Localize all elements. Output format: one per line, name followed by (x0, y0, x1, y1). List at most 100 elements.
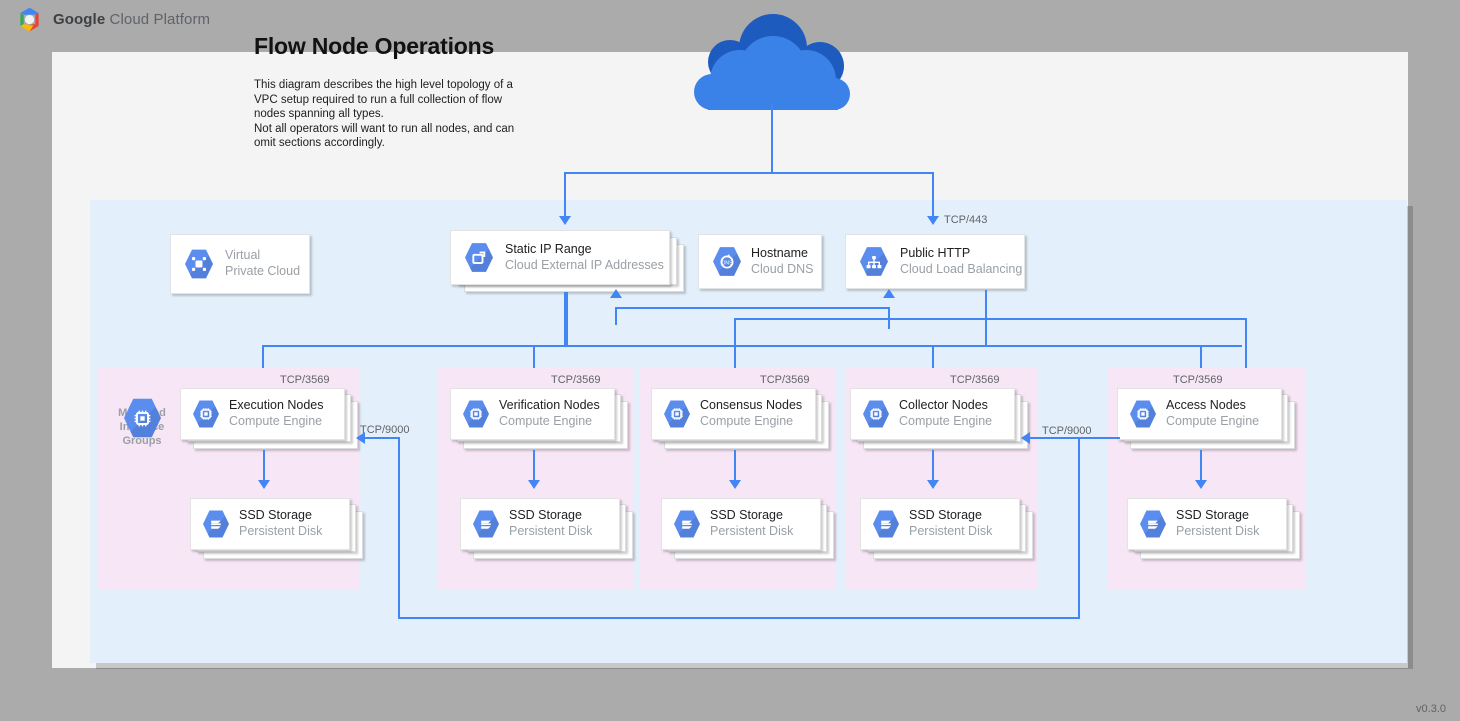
card-verification-storage-front[interactable]: SSD Storage Persistent Disk (460, 498, 620, 550)
virtual-private-cloud-icon (185, 249, 213, 279)
card-static-ip-range[interactable]: Static IP Range Cloud External IP Addres… (450, 230, 685, 292)
card-title: Consensus Nodes (700, 398, 803, 413)
connector-return-bottom (398, 617, 1080, 619)
connector-up-to-http-h (615, 307, 890, 309)
card-consensus-storage[interactable]: SSD Storage Persistent Disk (661, 498, 836, 560)
arrow-to-static-ip (559, 216, 571, 225)
card-subtitle: Compute Engine (700, 414, 794, 428)
page-description-line: omit sections accordingly. (254, 137, 385, 150)
page-description: This diagram describes the high level to… (254, 78, 554, 151)
card-text: SSD Storage Persistent Disk (710, 508, 793, 539)
card-title: Hostname (751, 245, 808, 260)
port-label-access-inbound: TCP/3569 (1173, 374, 1223, 386)
card-subtitle: Compute Engine (1166, 414, 1260, 428)
card-text: Collector Nodes Compute Engine (899, 398, 992, 429)
card-subtitle: Private Cloud (225, 264, 301, 278)
connector-consensus-feed (734, 318, 986, 320)
connector-bus-right-end (1200, 345, 1242, 347)
compute-engine-icon (1130, 400, 1156, 428)
card-verification-nodes-front[interactable]: Verification Nodes Compute Engine (450, 388, 615, 440)
load-balancing-icon (860, 247, 888, 277)
card-title: Virtual (225, 248, 261, 263)
card-title: SSD Storage (909, 508, 982, 523)
connector-access-to-collector (1030, 437, 1120, 439)
card-static-ip-range-front[interactable]: Static IP Range Cloud External IP Addres… (450, 230, 670, 285)
persistent-disk-icon (473, 510, 499, 538)
card-title: SSD Storage (239, 508, 312, 523)
card-collector-nodes-front[interactable]: Collector Nodes Compute Engine (850, 388, 1015, 440)
external-ip-icon (465, 243, 493, 273)
card-text: SSD Storage Persistent Disk (239, 508, 322, 539)
connector-drop-access (1200, 345, 1202, 373)
connector-consensus-to-storage (734, 450, 736, 482)
page-description-line: nodes spanning all types. (254, 108, 384, 121)
connector-return-to-execution (365, 437, 400, 439)
connector-drop-execution (262, 345, 264, 373)
connector-node-bus (262, 345, 1242, 347)
gcp-brand-label: Google Cloud Platform (53, 11, 210, 28)
card-subtitle: Persistent Disk (909, 524, 993, 538)
port-label-verification-inbound: TCP/3569 (551, 374, 601, 386)
card-consensus-nodes-front[interactable]: Consensus Nodes Compute Engine (651, 388, 816, 440)
card-text: Public HTTP Cloud Load Balancing (900, 246, 1022, 277)
card-access-nodes[interactable]: Access Nodes Compute Engine (1117, 388, 1297, 450)
compute-engine-icon (863, 400, 889, 428)
connector-drop-consensus (734, 318, 736, 373)
card-access-nodes-front[interactable]: Access Nodes Compute Engine (1117, 388, 1282, 440)
persistent-disk-icon (1140, 510, 1166, 538)
gcp-brand: Google Cloud Platform (16, 6, 210, 33)
card-text: Access Nodes Compute Engine (1166, 398, 1259, 429)
card-consensus-nodes[interactable]: Consensus Nodes Compute Engine (651, 388, 831, 450)
card-subtitle: Persistent Disk (710, 524, 794, 538)
connector-drop-verification (533, 345, 535, 373)
page-title: Flow Node Operations (254, 33, 495, 59)
card-subtitle: Cloud DNS (751, 261, 814, 276)
card-execution-nodes-front[interactable]: Execution Nodes Compute Engine (180, 388, 345, 440)
card-virtual-private-cloud[interactable]: Virtual Private Cloud (170, 234, 310, 294)
card-text: Static IP Range Cloud External IP Addres… (505, 242, 664, 273)
card-hostname[interactable]: DNS Hostname Cloud DNS (698, 234, 822, 289)
card-verification-storage[interactable]: SSD Storage Persistent Disk (460, 498, 635, 560)
card-consensus-storage-front[interactable]: SSD Storage Persistent Disk (661, 498, 821, 550)
connector-return-down (1078, 437, 1080, 618)
card-subtitle: Compute Engine (499, 414, 593, 428)
card-access-storage[interactable]: SSD Storage Persistent Disk (1127, 498, 1302, 560)
cloud-dns-icon: DNS (713, 247, 741, 277)
caption-line: Groups (122, 435, 162, 447)
port-label-consensus-inbound: TCP/3569 (760, 374, 810, 386)
connector-drop-collector (932, 345, 934, 373)
connector-execution-to-storage (263, 450, 265, 482)
page-description-line: Not all operators will want to run all n… (254, 122, 515, 135)
card-title: Access Nodes (1166, 398, 1246, 413)
card-collector-nodes[interactable]: Collector Nodes Compute Engine (850, 388, 1030, 450)
port-label-https: TCP/443 (944, 214, 988, 226)
connector-access-to-storage (1200, 450, 1202, 482)
svg-text:DNS: DNS (722, 260, 733, 266)
card-access-storage-front[interactable]: SSD Storage Persistent Disk (1127, 498, 1287, 550)
card-public-http[interactable]: Public HTTP Cloud Load Balancing (845, 234, 1025, 289)
arrow-up-to-static-ip (610, 289, 622, 298)
compute-engine-icon (193, 400, 219, 428)
arrow-collector-to-storage (927, 480, 939, 489)
card-subtitle: Cloud Load Balancing (900, 261, 1023, 276)
connector-verification-to-storage (533, 450, 535, 482)
card-title: Static IP Range (505, 241, 592, 256)
connector-cloud-trunk (771, 104, 773, 174)
card-execution-storage-front[interactable]: SSD Storage Persistent Disk (190, 498, 350, 550)
card-subtitle: Persistent Disk (1176, 524, 1260, 538)
compute-engine-icon (463, 400, 489, 428)
arrow-up-to-http (883, 289, 895, 298)
card-verification-nodes[interactable]: Verification Nodes Compute Engine (450, 388, 630, 450)
card-collector-storage[interactable]: SSD Storage Persistent Disk (860, 498, 1035, 560)
connector-top-bus (564, 172, 934, 174)
card-title: SSD Storage (509, 508, 582, 523)
card-execution-nodes[interactable]: Execution Nodes Compute Engine (180, 388, 360, 450)
card-subtitle: Cloud External IP Addresses (505, 257, 664, 272)
card-collector-storage-front[interactable]: SSD Storage Persistent Disk (860, 498, 1020, 550)
page-description-line: VPC setup required to run a full collect… (254, 93, 503, 106)
card-title: Public HTTP (900, 245, 971, 260)
card-execution-storage[interactable]: SSD Storage Persistent Disk (190, 498, 365, 560)
port-label-access-to-execution: TCP/9000 (360, 424, 410, 436)
connector-up-to-http (888, 307, 890, 329)
